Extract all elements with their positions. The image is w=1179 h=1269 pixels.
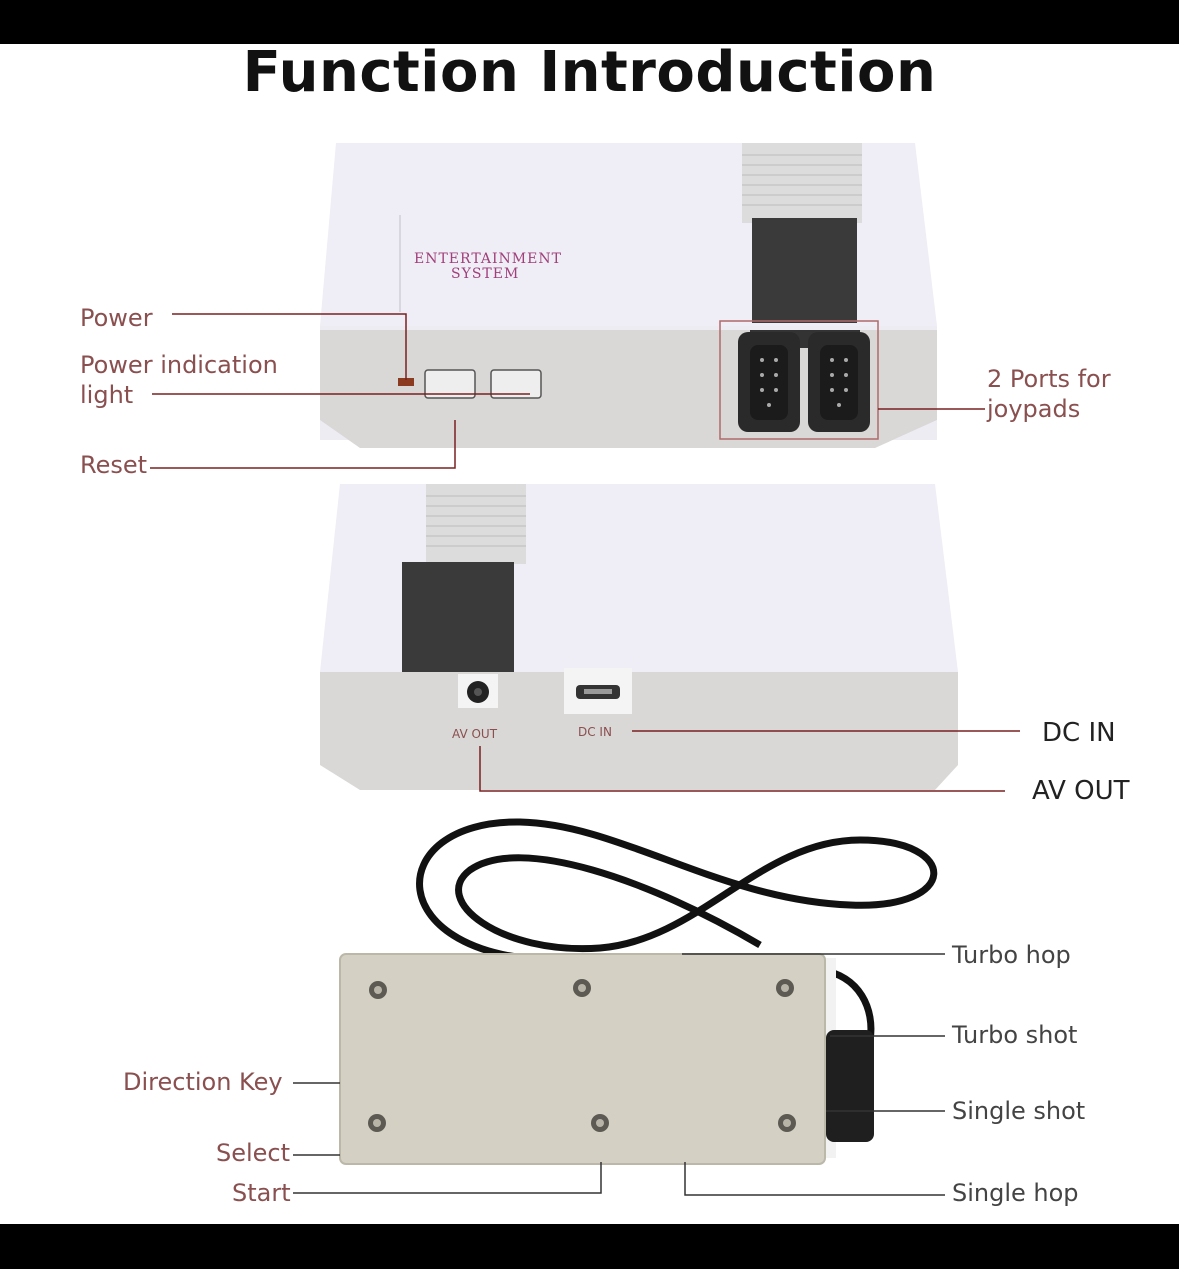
console-front-view: [150, 143, 985, 469]
controller-connector: [826, 1030, 874, 1142]
label-dc-in: DC IN: [1042, 718, 1116, 748]
label-av-out-small: AV OUT: [452, 727, 498, 741]
power-button: [424, 369, 476, 399]
brand-line-1: ENTERTAINMENT: [414, 251, 562, 267]
label-power: Power: [80, 304, 153, 332]
label-power-indication-light: light: [80, 381, 134, 409]
bottom-black-bar: [0, 1224, 1179, 1269]
label-select: Select: [216, 1139, 291, 1167]
front-leader-lines: [150, 313, 985, 469]
page-title: Function Introduction: [242, 40, 937, 105]
cartridge-slot-dark: [752, 218, 857, 323]
label-joypads: joypads: [987, 395, 1081, 423]
controller-cable: [416, 818, 938, 964]
label-single-shot: Single shot: [952, 1097, 1086, 1125]
label-single-hop: Single hop: [952, 1179, 1079, 1207]
power-indicator-light: [398, 378, 414, 386]
back-leader-lines: [479, 730, 1020, 792]
controller-back-panel: [339, 953, 826, 1165]
label-ports: 2 Ports for: [987, 365, 1111, 393]
brand-line-2: SYSTEM: [451, 266, 520, 282]
label-power-indication: Power indication: [80, 351, 278, 379]
label-dc-in-small: DC IN: [578, 725, 612, 739]
console-back-view: [320, 484, 1020, 792]
controller-leader-lines: [293, 953, 945, 1196]
label-turbo-shot: Turbo shot: [952, 1021, 1078, 1049]
label-start: Start: [232, 1179, 291, 1207]
label-av-out: AV OUT: [1032, 776, 1130, 806]
label-direction-key: Direction Key: [123, 1068, 283, 1096]
cartridge-slot-grille: [742, 143, 862, 223]
controller-view: [293, 818, 945, 1196]
label-reset: Reset: [80, 451, 148, 479]
ports-highlight-box: [719, 320, 879, 440]
top-black-bar: [0, 0, 1179, 44]
reset-button: [490, 369, 542, 399]
label-turbo-hop: Turbo hop: [952, 941, 1071, 969]
